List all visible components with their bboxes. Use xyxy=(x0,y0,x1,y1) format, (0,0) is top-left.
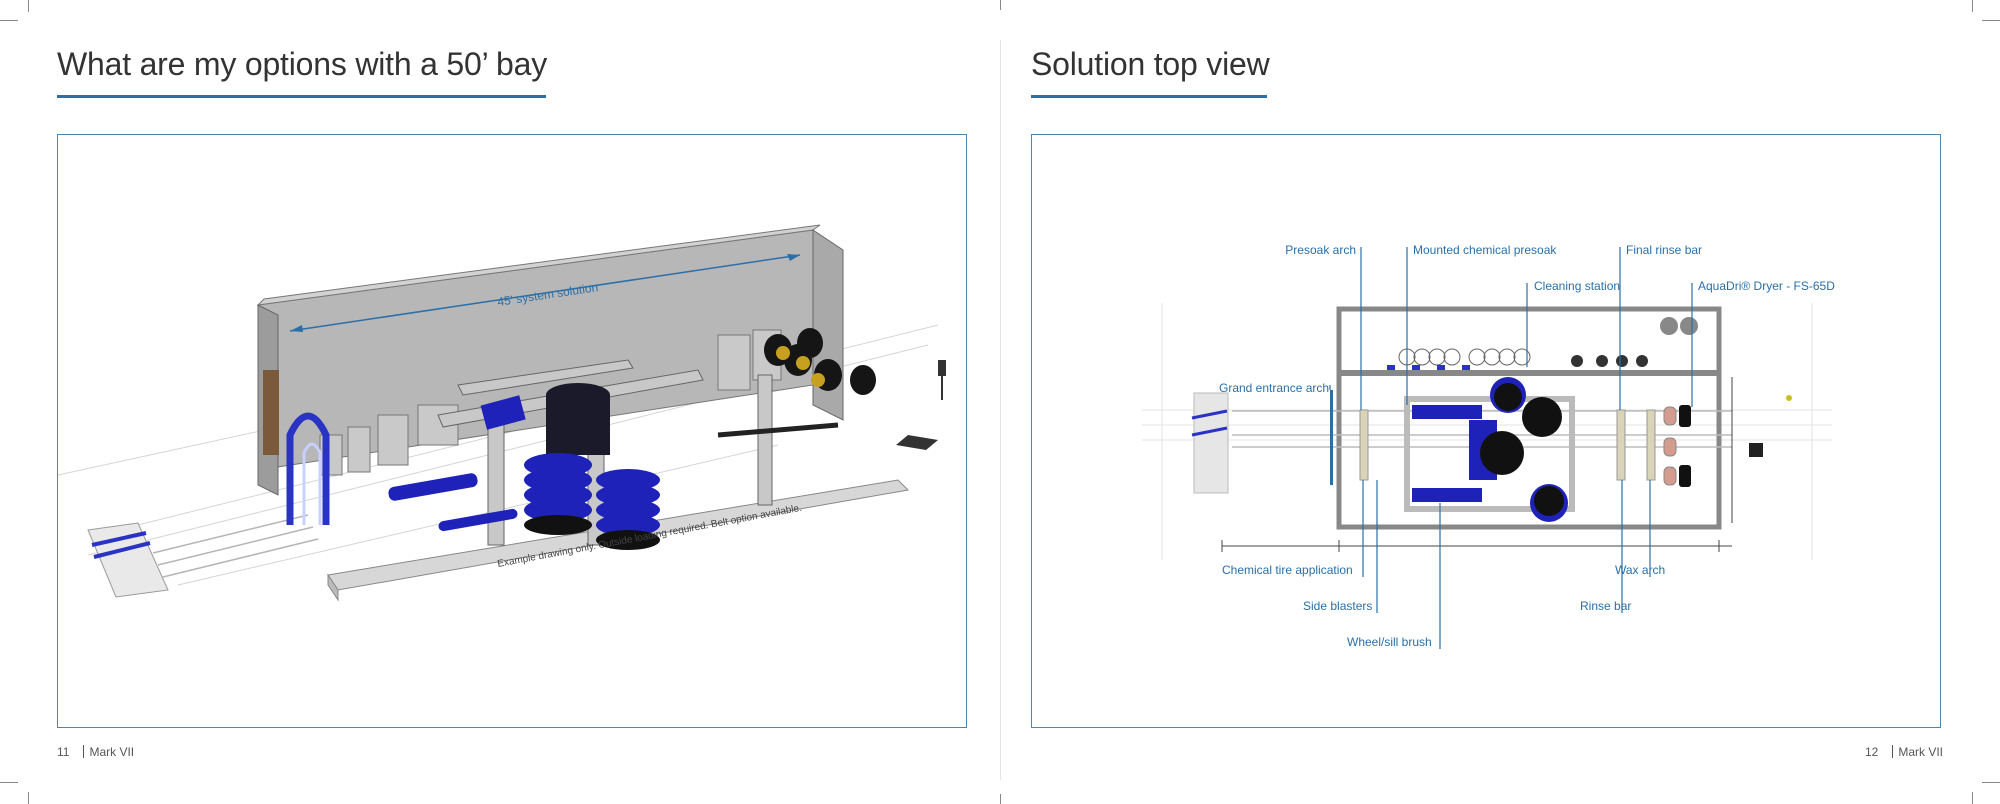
callout-chemical-tire-application: Chemical tire application xyxy=(1222,563,1353,577)
page-number: 12 xyxy=(1864,745,1879,759)
callout-side-blasters: Side blasters xyxy=(1303,599,1373,613)
callout-wheel-sill-brush: Wheel/sill brush xyxy=(1347,635,1432,649)
footer-brand: Mark VII xyxy=(89,745,135,759)
callout-presoak-arch: Presoak arch xyxy=(1285,243,1356,257)
footer-divider xyxy=(83,745,85,758)
footer-divider xyxy=(1892,745,1894,758)
page-footer: 11 Mark VII xyxy=(57,745,134,759)
callout-aquadri-dryer: AquaDri® Dryer - FS-65D xyxy=(1698,279,1835,293)
crop-mark xyxy=(28,0,29,12)
crop-mark xyxy=(1000,794,1001,804)
crop-mark xyxy=(1982,20,2000,21)
page-title: What are my options with a 50’ bay xyxy=(57,46,548,82)
page-gutter xyxy=(1000,40,1001,780)
isometric-drawing-frame: 45' system solution xyxy=(57,134,967,728)
crop-mark xyxy=(0,782,18,783)
crop-mark xyxy=(1000,0,1001,10)
title-underline xyxy=(57,95,546,98)
crop-mark xyxy=(1972,0,1973,12)
callout-rinse-bar: Rinse bar xyxy=(1580,599,1632,613)
callout-cleaning-station: Cleaning station xyxy=(1534,279,1621,293)
title-underline xyxy=(1031,95,1267,98)
callout-mounted-chemical-presoak: Mounted chemical presoak xyxy=(1413,243,1557,257)
callout-final-rinse-bar: Final rinse bar xyxy=(1626,243,1703,257)
callout-wax-arch: Wax arch xyxy=(1615,563,1666,577)
crop-mark xyxy=(0,20,18,21)
crop-mark xyxy=(1982,782,2000,783)
callout-grand-entrance-arch: Grand entrance arch xyxy=(1219,381,1330,395)
crop-mark xyxy=(1972,792,1973,804)
page-footer: 12 Mark VII xyxy=(1865,745,1943,759)
footer-brand: Mark VII xyxy=(1898,745,1943,759)
isometric-car-wash-drawing: 45' system solution xyxy=(57,224,946,602)
page-title: Solution top view xyxy=(1031,46,1270,82)
top-view-diagram xyxy=(1142,247,1832,649)
page-number: 11 xyxy=(57,745,70,759)
crop-mark xyxy=(28,792,29,804)
top-view-drawing-frame: Presoak arch Mounted chemical presoak Fi… xyxy=(1031,134,1941,728)
